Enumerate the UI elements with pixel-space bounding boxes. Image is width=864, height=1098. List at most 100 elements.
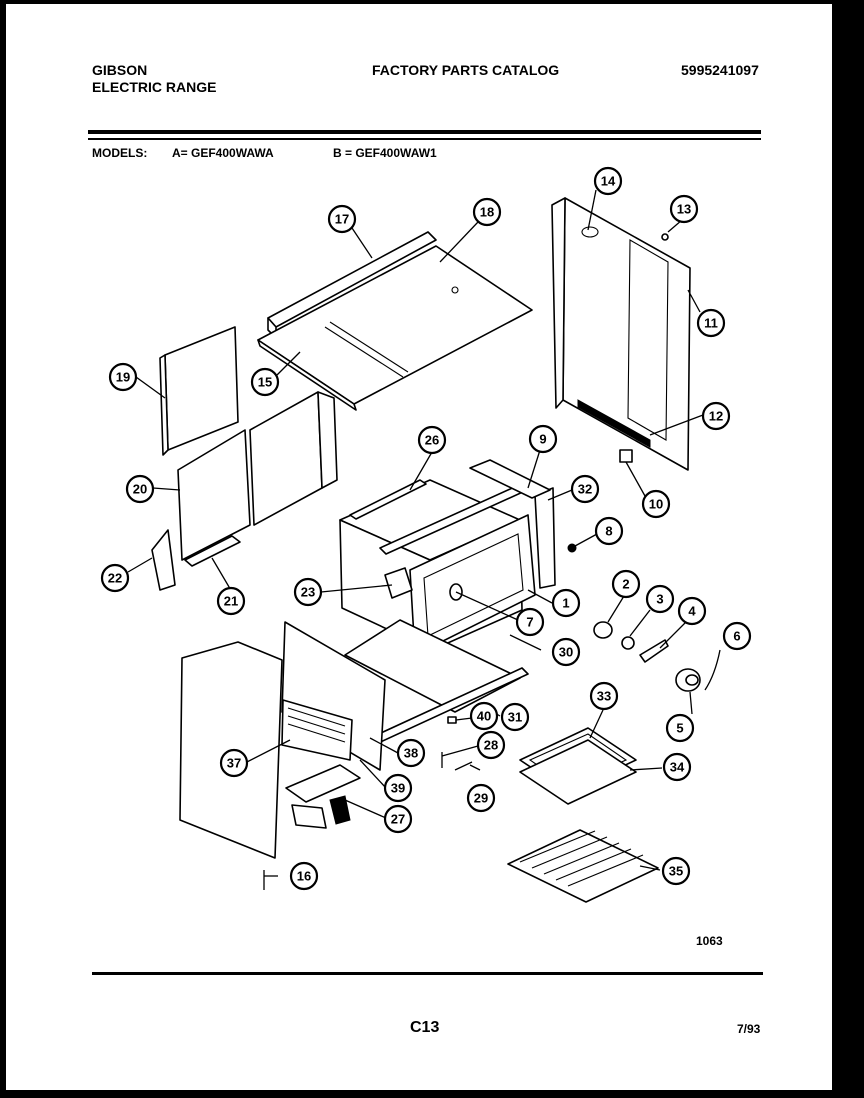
svg-text:2: 2 bbox=[622, 577, 629, 592]
callout-28: 28 bbox=[476, 730, 506, 760]
catalog-title: FACTORY PARTS CATALOG bbox=[372, 62, 560, 78]
rear-panel-part bbox=[177, 391, 338, 561]
callout-20: 20 bbox=[125, 474, 155, 504]
svg-text:32: 32 bbox=[578, 482, 592, 497]
storage-drawer-part bbox=[281, 699, 361, 829]
svg-text:33: 33 bbox=[597, 689, 611, 704]
svg-text:40: 40 bbox=[477, 709, 491, 724]
leader-lines bbox=[127, 189, 704, 877]
drawing-number: 1063 bbox=[696, 934, 723, 948]
svg-text:9: 9 bbox=[539, 432, 546, 447]
svg-text:17: 17 bbox=[335, 212, 349, 227]
svg-text:26: 26 bbox=[425, 433, 439, 448]
callout-16: 16 bbox=[289, 861, 319, 891]
callout-11: 11 bbox=[696, 308, 726, 338]
svg-text:1: 1 bbox=[562, 596, 569, 611]
callout-8: 8 bbox=[594, 516, 624, 546]
svg-text:31: 31 bbox=[508, 710, 522, 725]
callout-13: 13 bbox=[669, 194, 699, 224]
callout-34: 34 bbox=[662, 752, 692, 782]
top-panel-part bbox=[257, 245, 533, 411]
svg-text:7: 7 bbox=[526, 615, 533, 630]
callout-4: 4 bbox=[677, 596, 707, 626]
callout-6: 6 bbox=[722, 621, 752, 651]
callout-21: 21 bbox=[216, 586, 246, 616]
svg-text:19: 19 bbox=[116, 370, 130, 385]
callout-37: 37 bbox=[219, 748, 249, 778]
callout-22: 22 bbox=[100, 563, 130, 593]
svg-text:20: 20 bbox=[133, 482, 147, 497]
callout-23: 23 bbox=[293, 577, 323, 607]
callout-1: 1 bbox=[551, 588, 581, 618]
svg-text:22: 22 bbox=[108, 571, 122, 586]
svg-text:5: 5 bbox=[676, 721, 683, 736]
product-label: ELECTRIC RANGE bbox=[92, 79, 217, 95]
callout-5: 5 bbox=[665, 713, 695, 743]
svg-text:29: 29 bbox=[474, 791, 488, 806]
oven-rack-part bbox=[507, 829, 659, 903]
callout-12: 12 bbox=[701, 401, 731, 431]
svg-text:16: 16 bbox=[297, 869, 311, 884]
svg-text:35: 35 bbox=[669, 864, 683, 879]
svg-text:34: 34 bbox=[670, 760, 685, 775]
svg-text:15: 15 bbox=[258, 375, 272, 390]
svg-text:28: 28 bbox=[484, 738, 498, 753]
model-b: B = GEF400WAW1 bbox=[333, 146, 437, 160]
callout-14: 14 bbox=[593, 166, 623, 196]
callout-17: 17 bbox=[327, 204, 357, 234]
callout-39: 38 bbox=[396, 738, 426, 768]
header-rule-thin bbox=[88, 138, 761, 140]
svg-text:4: 4 bbox=[688, 604, 696, 619]
revision-date: 7/93 bbox=[737, 1022, 761, 1036]
hardware-screw-parts bbox=[263, 543, 577, 890]
terminal-block-part bbox=[384, 567, 413, 599]
svg-text:27: 27 bbox=[391, 812, 405, 827]
callout-9: 9 bbox=[528, 424, 558, 454]
svg-text:6: 6 bbox=[733, 629, 740, 644]
callout-38: 39 bbox=[383, 773, 413, 803]
svg-text:10: 10 bbox=[649, 497, 663, 512]
callout-15: 15 bbox=[250, 367, 280, 397]
model-a: A= GEF400WAWA bbox=[172, 146, 274, 160]
callout-33: 33 bbox=[589, 681, 619, 711]
callout-10: 10 bbox=[641, 489, 671, 519]
callout-30: 30 bbox=[551, 637, 581, 667]
broiler-pan-part bbox=[519, 727, 637, 805]
svg-text:38: 38 bbox=[404, 746, 418, 761]
lower-bracket-parts bbox=[151, 529, 241, 591]
footer-rule bbox=[92, 972, 763, 975]
svg-text:14: 14 bbox=[601, 174, 616, 189]
callout-35: 35 bbox=[661, 856, 691, 886]
side-panel-right-part bbox=[551, 197, 691, 471]
svg-text:18: 18 bbox=[480, 205, 494, 220]
callout-29: 29 bbox=[466, 783, 496, 813]
callout-40: 40 bbox=[469, 701, 499, 731]
svg-text:11: 11 bbox=[704, 316, 718, 331]
svg-text:13: 13 bbox=[677, 202, 691, 217]
callout-27: 27 bbox=[383, 804, 413, 834]
svg-text:3: 3 bbox=[656, 592, 663, 607]
callout-7: 7 bbox=[515, 607, 545, 637]
svg-text:12: 12 bbox=[709, 409, 723, 424]
svg-text:21: 21 bbox=[224, 594, 238, 609]
svg-text:37: 37 bbox=[227, 756, 241, 771]
header-rule-thick bbox=[88, 130, 761, 134]
brand-label: GIBSON bbox=[92, 62, 148, 78]
svg-text:8: 8 bbox=[605, 524, 612, 539]
svg-text:39: 39 bbox=[391, 781, 405, 796]
callout-3: 3 bbox=[645, 584, 675, 614]
callout-19: 19 bbox=[108, 362, 138, 392]
callout-2: 2 bbox=[611, 569, 641, 599]
channel-part bbox=[469, 459, 556, 589]
callout-31: 31 bbox=[500, 702, 530, 732]
side-panel-left-part bbox=[159, 326, 239, 456]
control-knob-parts bbox=[593, 621, 721, 692]
models-label: MODELS: bbox=[92, 146, 148, 160]
callout-18: 18 bbox=[472, 197, 502, 227]
page-number: C13 bbox=[410, 1019, 440, 1036]
svg-text:23: 23 bbox=[301, 585, 315, 600]
callout-26: 26 bbox=[417, 425, 447, 455]
callout-32: 32 bbox=[570, 474, 600, 504]
catalog-number: 5995241097 bbox=[681, 62, 759, 78]
